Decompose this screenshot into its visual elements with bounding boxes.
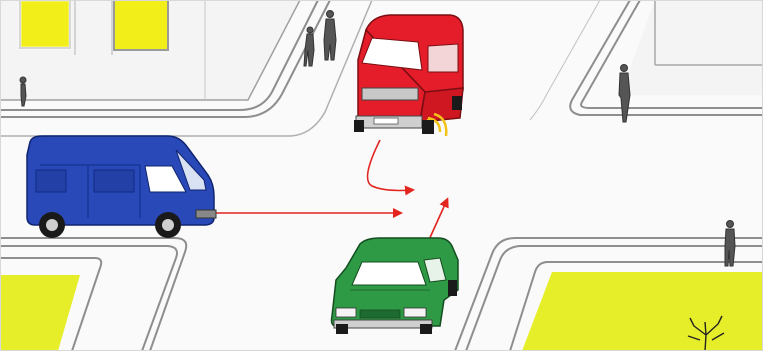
- lawn-bottom-left: [0, 275, 80, 351]
- building-top-left: [0, 0, 301, 101]
- green-car-icon: [330, 237, 459, 334]
- lawn-bottom-right: [522, 272, 763, 351]
- pedestrian-icon: [303, 10, 337, 67]
- pedestrian-icon: [724, 220, 736, 267]
- curb-bottom-right: [454, 237, 763, 351]
- window-left: [19, 0, 71, 49]
- tree-icon: [687, 315, 725, 351]
- red-van-icon: [354, 14, 464, 137]
- arrow-red-van-path: [366, 139, 415, 196]
- curb-top-right: [569, 0, 763, 116]
- curb-top-left: [0, 0, 319, 111]
- curb-bottom-left: [0, 237, 188, 351]
- window-right: [113, 0, 169, 51]
- arrow-green-car-path: [427, 197, 449, 243]
- pedestrian-icon: [19, 76, 27, 107]
- blue-van-icon: [26, 135, 217, 238]
- pedestrian-icon: [618, 64, 631, 123]
- building-top-right: [620, 0, 763, 95]
